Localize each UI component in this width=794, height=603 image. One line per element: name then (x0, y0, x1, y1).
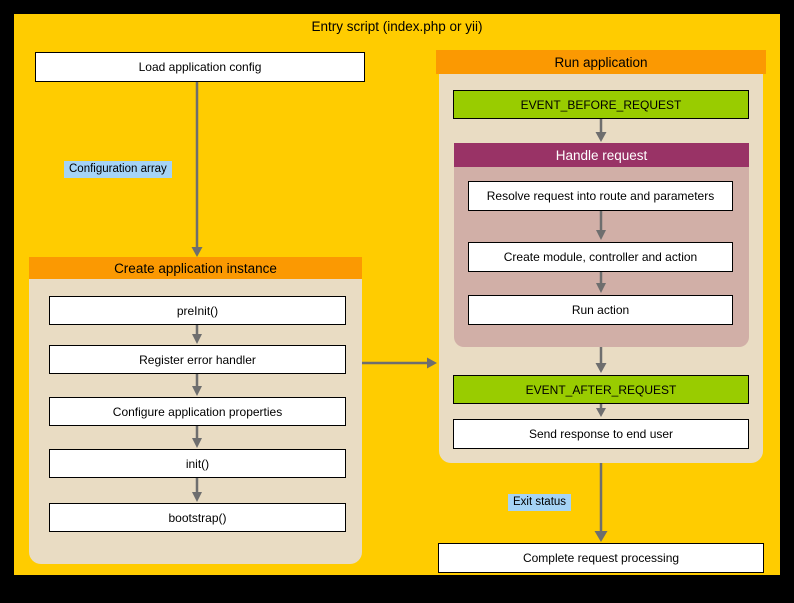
node-bootstrap: bootstrap() (49, 503, 346, 532)
node-event-before-request: EVENT_BEFORE_REQUEST (453, 90, 749, 119)
label-exit-status: Exit status (508, 494, 572, 511)
node-register-error-handler: Register error handler (49, 345, 346, 374)
node-run-action: Run action (468, 295, 733, 325)
node-create-module-controller-action: Create module, controller and action (468, 242, 733, 272)
label-configuration-array: Configuration array (64, 161, 172, 178)
node-preinit: preInit() (49, 296, 346, 325)
header-handle-request: Handle request (454, 143, 749, 167)
node-send-response: Send response to end user (453, 419, 749, 449)
header-run-application: Run application (436, 50, 766, 74)
node-load-application-config: Load application config (35, 52, 365, 82)
header-create-application-instance: Create application instance (29, 257, 362, 279)
diagram-title: Entry script (index.php or yii) (311, 19, 483, 34)
node-complete-request-processing: Complete request processing (438, 543, 764, 573)
node-resolve-request: Resolve request into route and parameter… (468, 181, 733, 211)
node-event-after-request: EVENT_AFTER_REQUEST (453, 375, 749, 404)
node-init: init() (49, 449, 346, 478)
node-configure-application-properties: Configure application properties (49, 397, 346, 426)
